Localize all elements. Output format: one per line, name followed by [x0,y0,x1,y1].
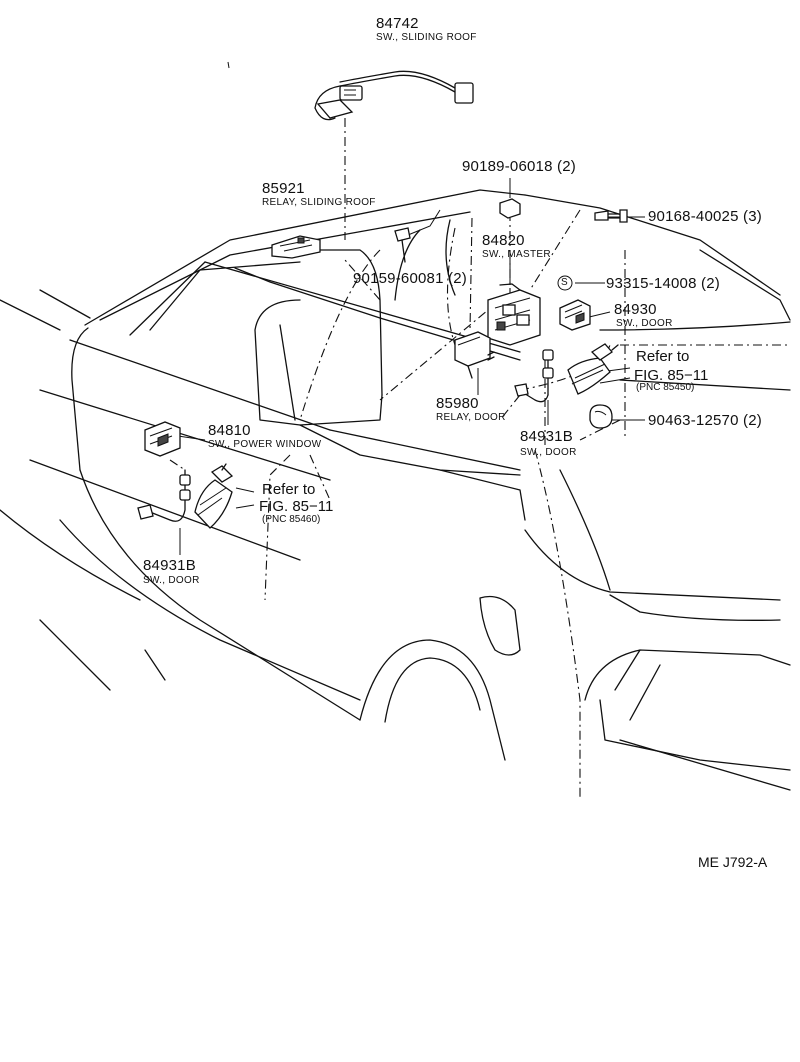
reference-right-line1: Refer to [636,348,690,365]
reference-right-line2: FIG. 85−11 [634,367,709,384]
door-switch-right-drawing [514,343,619,403]
door-switch-left-name: SW., DOOR [143,575,200,586]
power-window-switch-number: 84810 [208,422,251,439]
screw-right-number: 90168-40025 [648,208,739,225]
screw-left-drawing [394,227,411,263]
power-window-switch-drawing [144,421,181,457]
reference-left-line1: Refer to [262,481,316,498]
master-switch-drawing [487,283,541,346]
screw-right-label: 90168-40025 (3) [648,209,762,224]
clip-s-number: 93315-14008 [606,275,697,292]
door-switch-right-number: 84931B [520,428,573,445]
drawing-code: ME J792-A [698,854,768,870]
door-switch-upper-number: 84930 [614,301,657,318]
s-marker-circle [557,275,573,291]
car-body [0,189,791,791]
screw-left-number: 90159-60081 [353,270,444,287]
reference-right-line3: (PNC 85450) [636,382,695,393]
bolt-clip-label: 90189-06018 (2) [462,159,576,174]
sliding-roof-relay-drawing [271,235,321,259]
door-switch-upper-drawing [559,299,591,331]
master-switch-name: SW., MASTER [482,249,551,260]
power-window-switch-name: SW., POWER WINDOW [208,439,322,450]
screw-right-qty: (3) [743,208,762,225]
door-switch-left-number: 84931B [143,557,196,574]
sliding-roof-switch-drawing [314,70,474,121]
screw-left-label: 90159-60081 (2) [353,271,467,286]
bolt-clip-qty: (2) [557,158,576,175]
clamp-number: 90463-12570 [648,412,739,429]
door-relay-name: RELAY, DOOR [436,412,506,423]
master-switch-number: 84820 [482,232,525,249]
sliding-roof-switch-name: SW., SLIDING ROOF [376,32,477,43]
tick-mark [227,61,230,69]
door-relay-drawing [454,331,495,379]
screw-right-drawing [594,209,628,223]
screw-left-qty: (2) [448,270,467,287]
door-switch-upper-name: SW., DOOR [616,318,673,329]
sliding-roof-relay-number: 85921 [262,180,305,197]
bolt-clip-drawing [499,198,521,219]
clamp-label: 90463-12570 (2) [648,413,762,428]
clip-s-qty: (2) [701,275,720,292]
bolt-clip-number: 90189-06018 [462,158,553,175]
s-marker-symbol: S [561,277,568,288]
sliding-roof-relay-name: RELAY, SLIDING ROOF [262,197,376,208]
reference-left-line2: FIG. 85−11 [259,498,334,515]
clamp-drawing [589,404,613,429]
door-switch-right-name: SW., DOOR [520,447,577,458]
sliding-roof-switch-number: 84742 [376,15,419,32]
reference-left-line3: (PNC 85460) [262,514,321,525]
clip-s-label: 93315-14008 (2) [606,276,720,291]
clamp-qty: (2) [743,412,762,429]
door-switch-left-drawing [137,463,234,529]
door-relay-number: 85980 [436,395,479,412]
